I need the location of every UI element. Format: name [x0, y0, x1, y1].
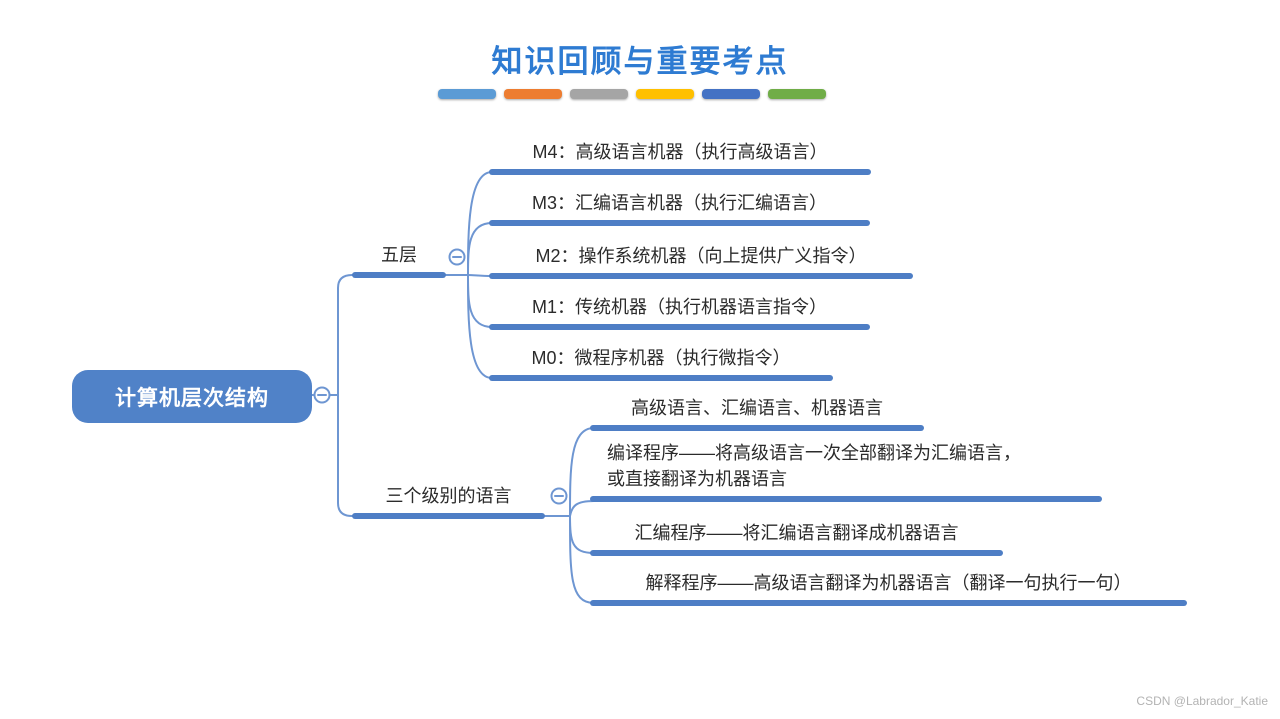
page-title: 知识回顾与重要考点: [491, 44, 789, 80]
branch-topic-five-layers[interactable]: 五层: [352, 242, 446, 278]
leaf-topic-m4[interactable]: M4：高级语言机器（执行高级语言）: [489, 139, 871, 175]
topic-underline: [489, 220, 870, 226]
collapse-button-root[interactable]: [313, 386, 331, 404]
topic-label: M0：微程序机器（执行微指令）: [531, 348, 791, 368]
leaf-topic-three-languages[interactable]: 高级语言、汇编语言、机器语言: [590, 395, 924, 431]
leaf-topic-m3[interactable]: M3：汇编语言机器（执行汇编语言）: [489, 190, 870, 226]
leaf-topic-compiler[interactable]: 编译程序——将高级语言一次全部翻译为汇编语言， 或直接翻译为机器语言: [590, 440, 1102, 502]
topic-underline: [352, 272, 446, 278]
connector-compiler: [569, 500, 595, 517]
palette-strip: [438, 89, 826, 99]
topic-label: M3：汇编语言机器（执行汇编语言）: [531, 193, 827, 213]
collapse-button-five-layers[interactable]: [448, 248, 466, 266]
palette-bar-orange: [504, 89, 562, 99]
topic-underline: [352, 513, 545, 519]
watermark: CSDN @Labrador_Katie: [1136, 694, 1268, 708]
topic-label: 汇编程序——将汇编语言翻译成机器语言: [634, 523, 959, 543]
topic-underline: [489, 375, 833, 381]
leaf-topic-m0[interactable]: M0：微程序机器（执行微指令）: [489, 345, 833, 381]
topic-underline: [489, 273, 913, 279]
palette-bar-dark-blue: [702, 89, 760, 99]
topic-underline: [489, 169, 871, 175]
leaf-topic-m2[interactable]: M2：操作系统机器（向上提供广义指令）: [489, 243, 913, 279]
topic-label: 三个级别的语言: [385, 486, 512, 506]
topic-label: M2：操作系统机器（向上提供广义指令）: [535, 246, 867, 266]
branch-topic-language-levels[interactable]: 三个级别的语言: [352, 483, 545, 519]
topic-label: M1：传统机器（执行机器语言指令）: [531, 297, 827, 317]
topic-underline: [590, 496, 1102, 502]
palette-bar-green: [768, 89, 826, 99]
palette-bar-blue: [438, 89, 496, 99]
palette-bar-gold: [636, 89, 694, 99]
collapse-button-language-levels[interactable]: [550, 487, 568, 505]
connector-trunk: [337, 274, 353, 517]
leaf-topic-assembler[interactable]: 汇编程序——将汇编语言翻译成机器语言: [590, 520, 1003, 556]
leaf-topic-interpreter[interactable]: 解释程序——高级语言翻译为机器语言（翻译一句执行一句）: [590, 570, 1187, 606]
palette-bar-gray: [570, 89, 628, 99]
topic-label: 五层: [381, 245, 417, 265]
topic-label: M4：高级语言机器（执行高级语言）: [532, 142, 828, 162]
root-topic[interactable]: 计算机层次结构: [72, 370, 312, 423]
leaf-topic-m1[interactable]: M1：传统机器（执行机器语言指令）: [489, 294, 870, 330]
root-topic-label: 计算机层次结构: [115, 386, 269, 410]
topic-underline: [590, 600, 1187, 606]
topic-underline: [590, 425, 924, 431]
topic-underline: [489, 324, 870, 330]
topic-label: 高级语言、汇编语言、机器语言: [631, 398, 883, 418]
topic-underline: [590, 550, 1003, 556]
topic-label: 编译程序——将高级语言一次全部翻译为汇编语言， 或直接翻译为机器语言: [607, 443, 1021, 489]
topic-label: 解释程序——高级语言翻译为机器语言（翻译一句执行一句）: [645, 573, 1132, 593]
